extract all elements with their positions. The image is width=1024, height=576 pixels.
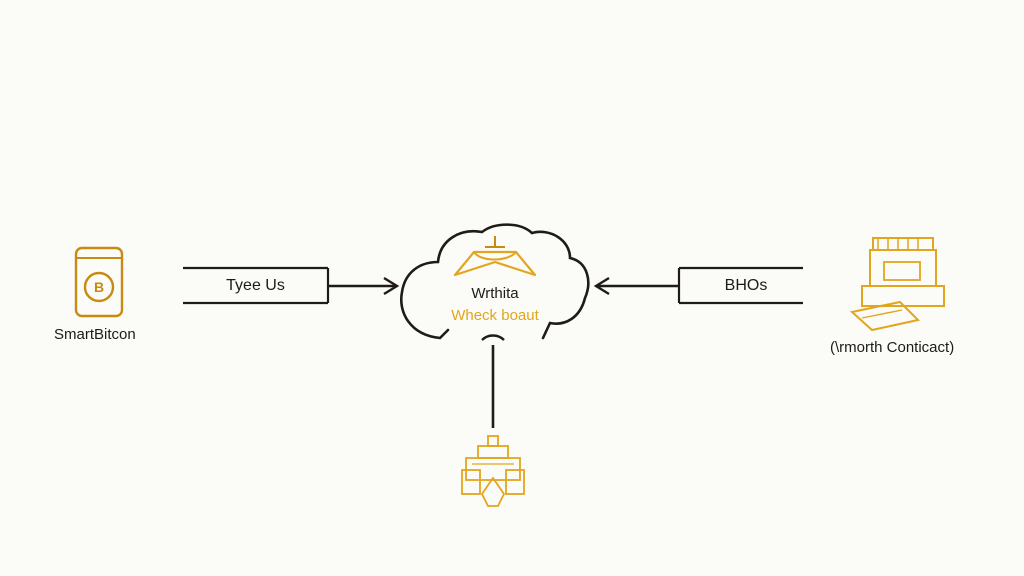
cloud-label-line1: Wrthita bbox=[471, 285, 519, 302]
cloud-icon bbox=[399, 223, 590, 341]
buildings-icon bbox=[461, 435, 525, 507]
left-node-label: SmartBitcon bbox=[54, 326, 136, 343]
left-edge-label: Tyee Us bbox=[226, 277, 285, 294]
right-edge-label: BHOs bbox=[724, 277, 768, 294]
svg-text:B: B bbox=[94, 279, 104, 295]
left-arrow bbox=[328, 276, 400, 296]
bitcoin-wallet-icon: B bbox=[74, 246, 124, 318]
building-contract-icon bbox=[849, 237, 945, 332]
right-arrow bbox=[593, 276, 679, 296]
right-node-label: (\rmorth Conticact) bbox=[830, 339, 955, 356]
cloud-label-line2: Wheck boaut bbox=[451, 307, 539, 324]
